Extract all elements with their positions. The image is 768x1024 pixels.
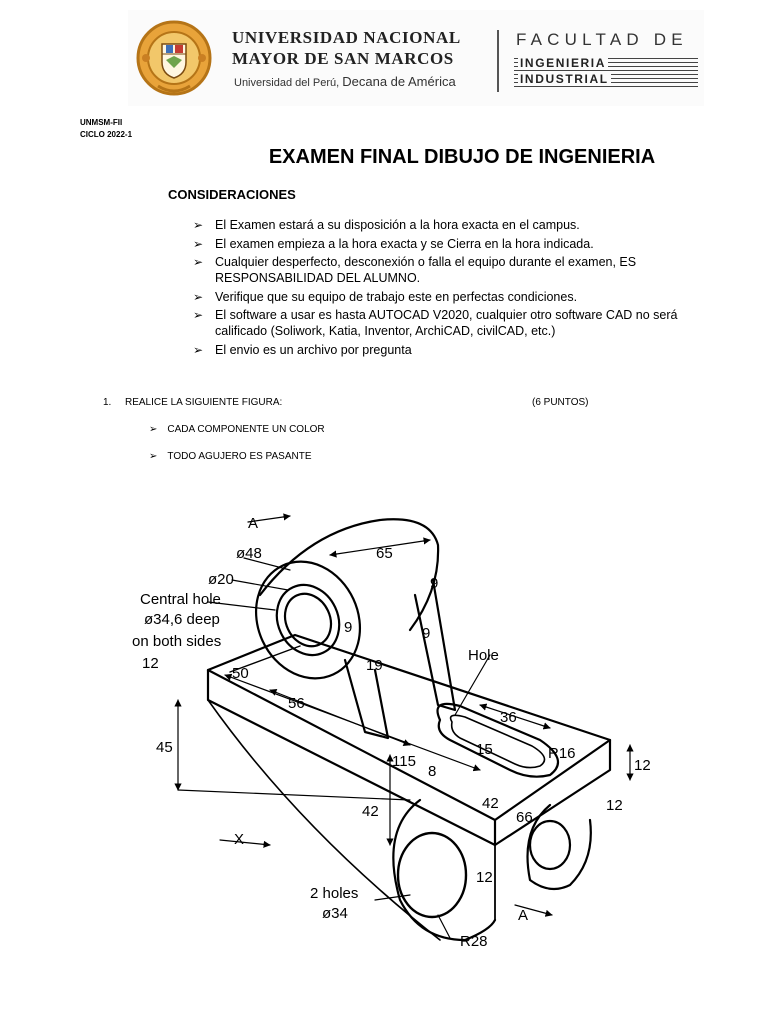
dim-56-label: 56 bbox=[288, 695, 305, 712]
dim-50-label: 50 bbox=[232, 665, 249, 682]
faculty-logo-line2: INGENIERIA bbox=[518, 56, 609, 70]
arrow-bullet-icon: ➢ bbox=[149, 451, 158, 462]
list-item: ➢El envio es un archivo por pregunta bbox=[193, 342, 412, 357]
list-item: ➢Cualquier desperfecto, desconexión o fa… bbox=[193, 255, 637, 286]
two-holes-label: 2 holes bbox=[310, 885, 358, 902]
header-divider bbox=[497, 30, 499, 92]
arrow-bullet-icon: ➢ bbox=[193, 218, 204, 232]
tagline-suffix: Decana de América bbox=[342, 74, 456, 89]
arrow-bullet-icon: ➢ bbox=[193, 308, 204, 323]
header-banner: UNIVERSIDAD NACIONAL MAYOR DE SAN MARCOS… bbox=[128, 10, 704, 106]
question-text: REALICE LA SIGUIENTE FIGURA: bbox=[125, 397, 283, 408]
two-holes-diameter-label: ø34 bbox=[322, 905, 348, 922]
list-item: ➢El software a usar es hasta AUTOCAD V20… bbox=[193, 308, 678, 339]
central-hole-label: Central hole bbox=[140, 591, 221, 608]
list-item: ➢El Examen estará a su disposición a la … bbox=[193, 218, 580, 232]
central-hole-depth-label: ø34,6 deep bbox=[144, 611, 220, 628]
diameter-20-label: ø20 bbox=[208, 571, 234, 588]
question-number: 1. bbox=[103, 397, 112, 408]
institution-code: UNMSM-FII bbox=[80, 118, 123, 127]
arrow-bullet-icon: ➢ bbox=[193, 342, 204, 357]
question-subitem: ➢CADA COMPONENTE UN COLOR bbox=[149, 424, 325, 435]
dim-12-right-top-label: 12 bbox=[634, 757, 651, 774]
question-subitem: ➢TODO AGUJERO ES PASANTE bbox=[149, 451, 312, 462]
university-name-line2: MAYOR DE SAN MARCOS bbox=[232, 49, 454, 68]
diameter-48-label: ø48 bbox=[236, 545, 262, 562]
hole-label: Hole bbox=[468, 647, 499, 664]
list-item: ➢El examen empieza a la hora exacta y se… bbox=[193, 236, 594, 251]
list-item: ➢Verifique que su equipo de trabajo este… bbox=[193, 289, 578, 304]
dim-36-label: 36 bbox=[500, 709, 517, 726]
dim-r16-label: R16 bbox=[548, 745, 576, 762]
dim-9b-label: 9 bbox=[344, 619, 352, 636]
lower-bosses bbox=[207, 699, 592, 942]
central-hole-sides-label: on both sides bbox=[132, 633, 221, 650]
dim-45-label: 45 bbox=[156, 739, 173, 756]
dim-12-bottom-label: 12 bbox=[476, 869, 493, 886]
dim-19-label: 19 bbox=[366, 657, 383, 674]
university-seal-icon bbox=[136, 20, 212, 96]
dim-12-left-label: 12 bbox=[142, 655, 159, 672]
dim-8-label: 8 bbox=[428, 763, 436, 780]
dim-115-label: 115 bbox=[392, 753, 416, 770]
arrow-bullet-icon: ➢ bbox=[149, 424, 158, 435]
axis-x-label: X bbox=[234, 831, 244, 848]
section-a-bottom-label: A bbox=[518, 907, 528, 924]
dim-r28-label: R28 bbox=[460, 933, 488, 950]
faculty-logo-line3: INDUSTRIAL bbox=[518, 72, 611, 86]
question-points: (6 PUNTOS) bbox=[532, 397, 589, 408]
exam-title: EXAMEN FINAL DIBUJO DE INGENIERIA bbox=[268, 146, 656, 168]
faculty-title: FACULTAD DE bbox=[516, 30, 688, 49]
dimension-lines bbox=[174, 513, 634, 939]
section-a-top-label: A bbox=[248, 515, 258, 532]
technical-drawing: A ø48 ø20 Central hole ø34,6 deep on bot… bbox=[132, 513, 651, 950]
university-tagline: Universidad del Perú, Decana de América bbox=[234, 74, 456, 89]
arrow-bullet-icon: ➢ bbox=[193, 255, 204, 270]
dim-9a-label: 9 bbox=[430, 575, 438, 592]
dim-9c-label: 9 bbox=[422, 625, 430, 642]
dim-66-label: 66 bbox=[516, 809, 533, 826]
faculty-logo: INGENIERIA INDUSTRIAL bbox=[514, 54, 698, 90]
considerations-list: ➢El Examen estará a su disposición a la … bbox=[193, 217, 693, 361]
arrow-bullet-icon: ➢ bbox=[193, 236, 204, 251]
considerations-heading: CONSIDERACIONES bbox=[168, 187, 296, 202]
university-name-line1: UNIVERSIDAD NACIONAL bbox=[232, 28, 461, 47]
tagline-prefix: Universidad del Perú, bbox=[234, 77, 340, 89]
dim-42a-label: 42 bbox=[362, 803, 379, 820]
cycle-code: CICLO 2022-1 bbox=[80, 130, 133, 139]
arrow-bullet-icon: ➢ bbox=[193, 289, 204, 304]
dim-65-label: 65 bbox=[376, 545, 393, 562]
dim-15-label: 15 bbox=[476, 741, 493, 758]
dim-42b-label: 42 bbox=[482, 795, 499, 812]
dim-12-right-label: 12 bbox=[606, 797, 623, 814]
